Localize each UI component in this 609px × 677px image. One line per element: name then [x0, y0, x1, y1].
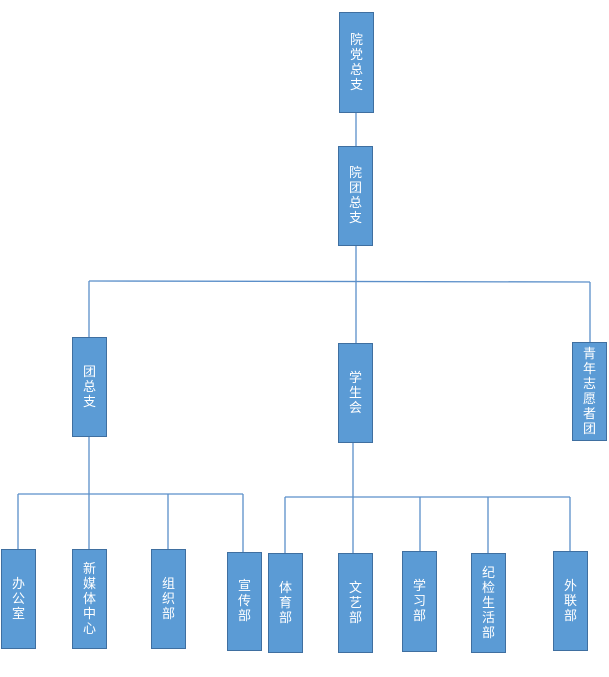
node-label: 学习部: [412, 579, 426, 624]
node-qingnian-zhiyuanzhe: 青年志愿者团: [572, 342, 607, 441]
node-xueshenghui: 学生会: [338, 343, 373, 443]
node-label: 院团总支: [348, 166, 362, 226]
node-wailianbu: 外联部: [553, 551, 588, 651]
node-label: 学生会: [348, 370, 362, 416]
node-label: 办公室: [11, 576, 25, 622]
node-label: 纪检生活部: [481, 565, 495, 641]
node-bangongshi: 办公室: [1, 549, 36, 649]
node-xuexibu: 学习部: [402, 551, 437, 652]
connector-branch-bus: [88, 280, 591, 283]
node-label: 团总支: [82, 364, 96, 410]
node-label: 文艺部: [348, 580, 362, 626]
node-label: 体育部: [278, 580, 292, 626]
node-label: 宣传部: [237, 579, 251, 624]
node-jijian-shenghuobu: 纪检生活部: [471, 553, 506, 653]
node-label: 组织部: [161, 576, 175, 622]
node-yuan-tuanzongzhi: 院团总支: [338, 146, 373, 246]
node-tiyubu: 体育部: [268, 553, 303, 653]
node-yuan-dangzongzhi: 院党总支: [339, 12, 374, 113]
node-label: 青年志愿者团: [582, 346, 596, 437]
node-wenyibu: 文艺部: [338, 553, 373, 653]
node-tuanzongzhi: 团总支: [72, 337, 107, 437]
node-xinmeiti-zhongxin: 新媒体中心: [72, 549, 107, 649]
node-xuanchuanbu: 宣传部: [227, 552, 262, 651]
node-label: 新媒体中心: [82, 561, 96, 637]
node-zuzhibu: 组织部: [151, 549, 186, 649]
node-label: 院党总支: [349, 32, 363, 93]
node-label: 外联部: [563, 578, 577, 624]
